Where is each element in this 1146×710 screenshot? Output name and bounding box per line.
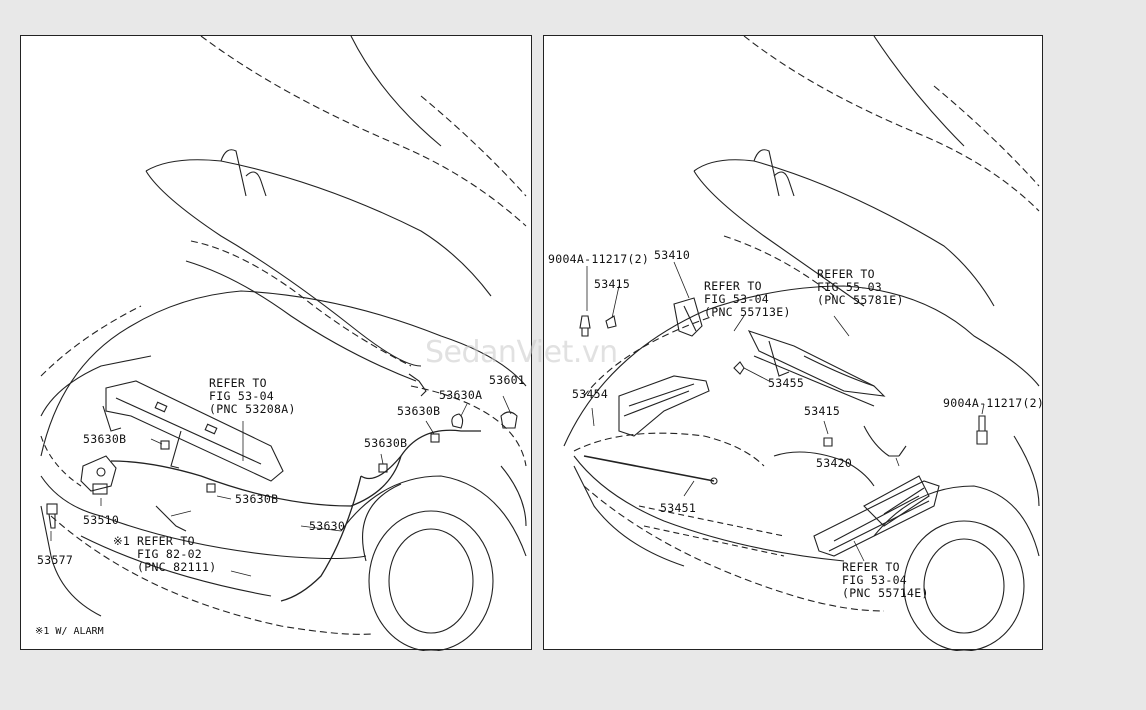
footnote-alarm: ※1 W/ ALARM [35,626,104,637]
hood-hinge-drawing [563,36,1040,651]
part-53415-upper: 53415 [594,277,631,291]
refer-note-53208A: REFER TO FIG 53-04 (PNC 53208A) [209,376,296,416]
part-53630A: 53630A [439,388,483,402]
refer-note-55713E: REFER TO FIG 53-04 (PNC 55713E) [704,279,791,319]
part-53410: 53410 [654,248,691,262]
part-53630: 53630 [309,519,346,533]
part-53630B-lower: 53630B [235,492,279,506]
part-53630B-left: 53630B [83,432,127,446]
part-53577: 53577 [37,553,74,567]
hood-latch-cable-drawing [40,36,527,651]
part-53415-lower: 53415 [804,404,841,418]
part-53630B-upper: 53630B [397,404,441,418]
part-53455: 53455 [768,376,805,390]
refer-note-55781E: REFER TO FIG 55-03 (PNC 55781E) [817,267,904,307]
part-53601: 53601 [489,373,526,387]
part-53420: 53420 [816,456,853,470]
left-diagram-panel: REFER TO FIG 53-04 (PNC 53208A) 53601 53… [20,35,532,651]
bolt-label-left: 9004A-11217(2) [548,252,650,266]
right-diagram-panel: 9004A-11217(2) 53410 53415 REFER TO FIG … [543,35,1045,651]
part-53630B-mid: 53630B [364,436,408,450]
part-53451: 53451 [660,501,697,515]
refer-note-55714E: REFER TO FIG 53-04 (PNC 55714E) [842,560,929,600]
part-53454: 53454 [572,387,609,401]
alarm-mark: ※1 [113,534,131,548]
watermark: SedanViet.vn [425,335,618,370]
part-53510: 53510 [83,513,120,527]
bolt-label-right: 9004A-11217(2) [943,396,1045,410]
refer-note-82111: REFER TO FIG 82-02 (PNC 82111) [137,534,217,574]
